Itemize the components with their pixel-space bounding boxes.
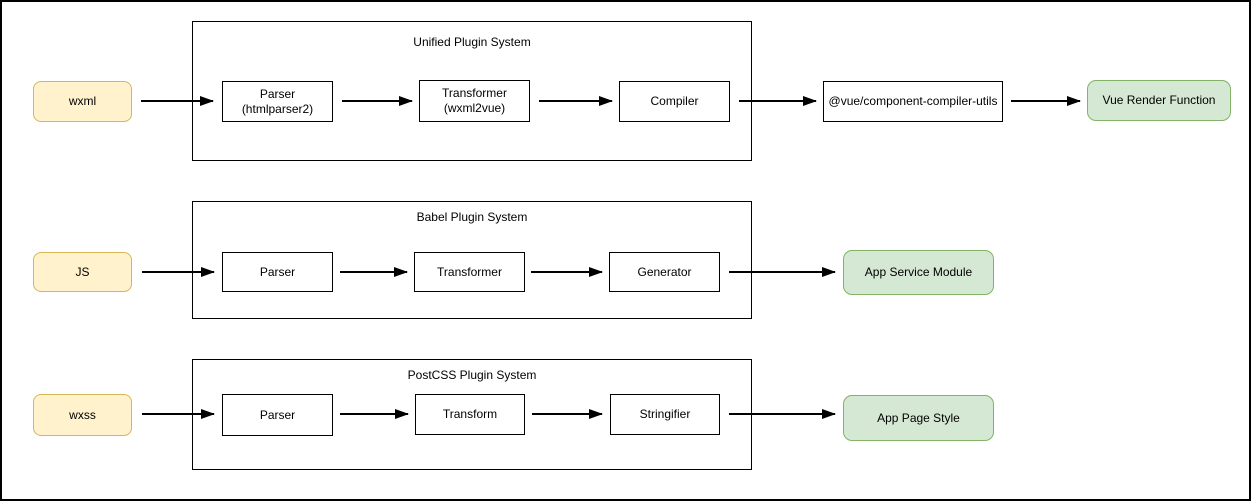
node-stage-babel-transformer: Transformer: [414, 252, 525, 292]
node-stage-transformer-wxml2vue: Transformer (wxml2vue): [419, 80, 530, 122]
group-title-postcss-plugin-system: PostCSS Plugin System: [407, 368, 537, 382]
group-title-unified-plugin-system: Unified Plugin System: [413, 35, 531, 49]
node-output-app-service-module: App Service Module: [843, 250, 994, 295]
node-input-js: JS: [33, 252, 132, 292]
node-stage-parser-htmlparser2: Parser (htmlparser2): [222, 81, 333, 122]
node-output-vue-render-function: Vue Render Function: [1087, 80, 1231, 121]
node-stage-babel-parser: Parser: [222, 252, 333, 292]
node-stage-postcss-parser: Parser: [222, 394, 333, 436]
node-stage-babel-generator: Generator: [609, 252, 720, 292]
node-input-wxss: wxss: [33, 394, 132, 436]
node-output-app-page-style: App Page Style: [843, 395, 994, 441]
node-input-wxml: wxml: [33, 81, 132, 122]
group-title-babel-plugin-system: Babel Plugin System: [416, 210, 528, 224]
node-vue-component-compiler-utils: @vue/component-compiler-utils: [823, 81, 1003, 122]
node-stage-compiler: Compiler: [619, 81, 730, 122]
node-stage-postcss-stringifier: Stringifier: [610, 394, 720, 435]
node-stage-postcss-transform: Transform: [415, 394, 525, 435]
